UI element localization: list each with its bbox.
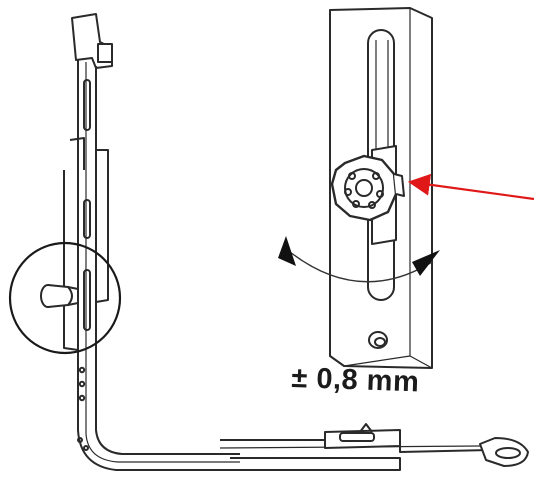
pointer-arrow-icon — [407, 173, 534, 201]
adjustment-plate — [329, 7, 433, 369]
corner-drive-assembly — [40, 13, 529, 471]
rotate-left-arrow-icon — [278, 236, 296, 266]
rotation-arc — [289, 251, 433, 283]
adjustment-label: ± 0,8 mm — [290, 362, 420, 399]
pin-highlight-circle — [8, 241, 122, 355]
rotate-right-arrow-icon — [412, 250, 440, 276]
